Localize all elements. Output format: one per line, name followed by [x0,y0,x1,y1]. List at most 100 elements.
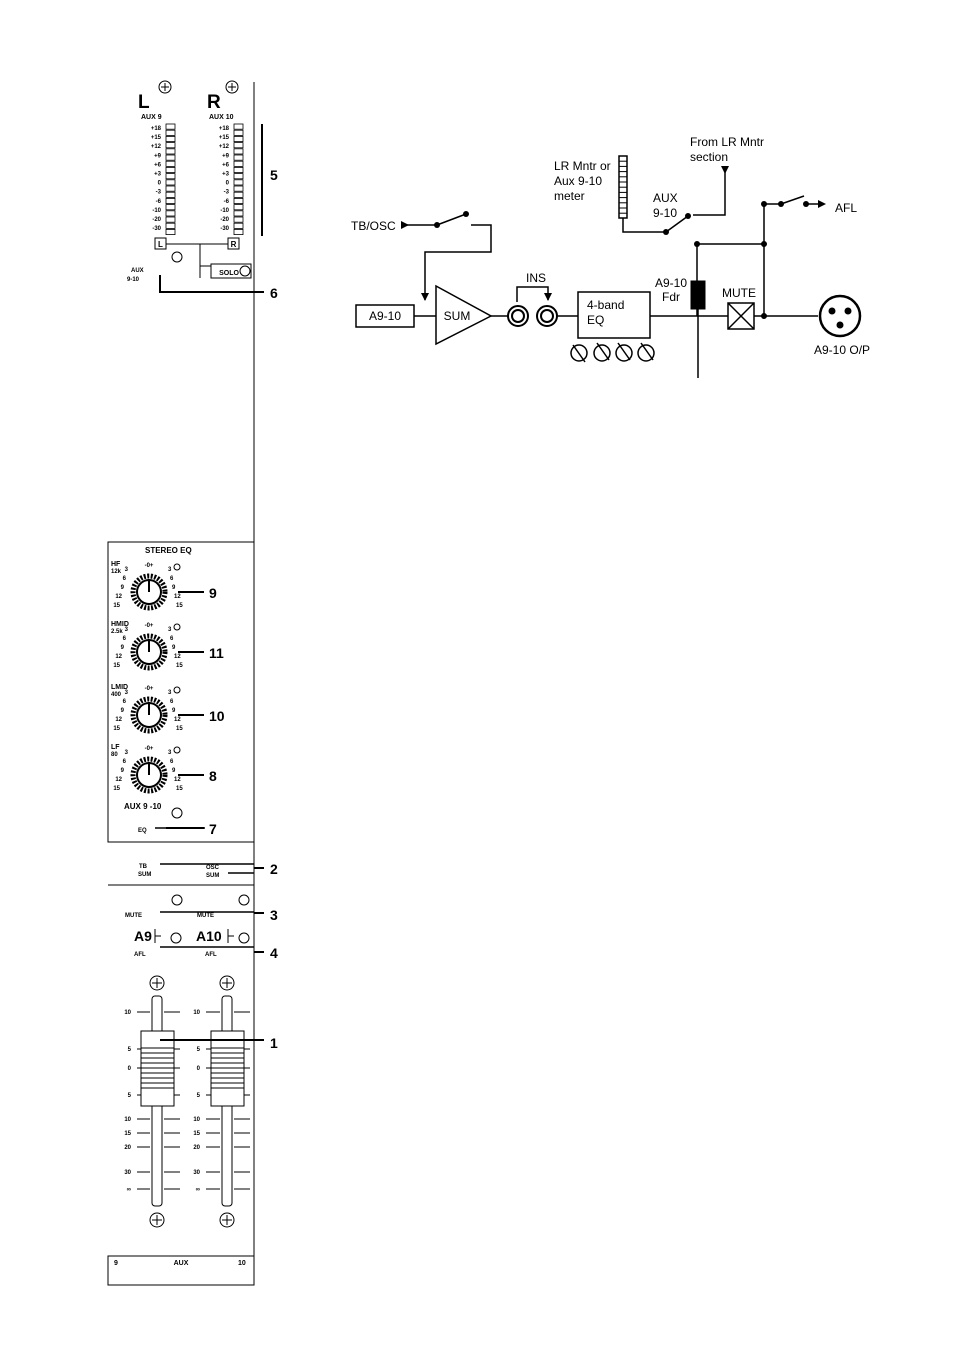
eq-scale-right: 15 [176,663,183,669]
eq-shape-icon [173,563,181,571]
fader-scale-label: ∞ [127,1187,131,1193]
bottom-right-label: 10 [238,1260,246,1267]
meter-led [165,185,176,192]
flow-tb-osc: TB/OSC [351,219,396,233]
meter-led [165,191,176,198]
meter-left-led-column [165,123,176,235]
mute-left-label: MUTE [125,913,142,919]
fader-scale-label: 15 [193,1131,200,1137]
flow-eq-line2: EQ [587,313,604,327]
screw-icon [149,975,165,991]
eq-scale-left: 12 [115,777,122,783]
flow-mute-label: MUTE [722,286,756,300]
eq-scale-right: 15 [176,726,183,732]
eq-shape-icon [173,686,181,694]
flow-fdr-line1: A9-10 [655,276,687,290]
eq-scale-left: 9 [121,708,125,714]
meter-led [165,222,176,229]
eq-scale-left: 6 [123,759,127,765]
meter-button-connector [166,243,228,278]
meter-right-led-column [233,123,244,235]
eq-shape-icon [173,746,181,754]
meter-scale-label: +12 [151,144,162,150]
eq-knob-hmid[interactable] [130,633,168,671]
fader-left-knob[interactable] [140,1030,175,1107]
callout-8: 8 [209,768,217,784]
meter-scale-label: +18 [151,126,162,132]
eq-band-name: HMID [111,621,129,628]
fader-scale-label: 30 [193,1170,200,1176]
eq-knob-lmid[interactable] [130,696,168,734]
meter-led [233,160,244,167]
meter-left-button-label: L [158,240,163,249]
afl-switch-ticks [154,929,234,943]
flow-meter-segments [619,160,627,214]
meter-scale-label: -20 [220,217,229,223]
meter-scale-label: +9 [154,153,162,159]
fader-scale-label: 5 [197,1093,201,1099]
meter-led [233,204,244,211]
afl-left-led-icon [170,932,182,944]
callout-2: 2 [270,861,278,877]
flow-meter-line1: LR Mntr or [554,159,611,173]
tb-label: TB [139,864,148,870]
afl-right-led-icon [238,932,250,944]
mute-right-label: MUTE [197,913,214,919]
callout-1: 1 [270,1035,278,1051]
meter-led [233,166,244,173]
callout-6: 6 [270,285,278,301]
insert-jack-icon [536,305,558,327]
aux-select-label-2: 9-10 [127,277,140,283]
flow-wires [404,172,818,378]
insert-jack-icon [507,305,529,327]
meter-led [165,154,176,161]
eq-scale-left: 6 [123,699,127,705]
flow-sum-amp [435,284,493,346]
meter-led-icon [171,251,183,263]
callout-7: 7 [209,821,217,837]
fader-scale-label: 5 [197,1047,201,1053]
eq-scale-left: 15 [113,726,120,732]
meter-led [165,197,176,204]
meter-led [233,123,244,130]
eq-band-freq: 2.5k [111,629,123,635]
xlr-output-icon [818,294,862,338]
meter-led [165,160,176,167]
screw-icon [219,975,235,991]
eq-switch-label: EQ [138,828,147,834]
meter-scale-label: -30 [220,226,229,232]
meter-led [233,191,244,198]
eq-title: STEREO EQ [145,546,192,555]
meter-led [165,179,176,186]
afl-right-label: AFL [205,952,217,958]
screw-icon [149,1212,165,1228]
meter-scale-label: +6 [154,162,162,168]
meter-led [165,129,176,136]
eq-scale-left: 12 [115,594,122,600]
callout-11: 11 [209,645,224,661]
eq-scale-right: 15 [176,786,183,792]
eq-band-top-label: -0+ [145,563,154,569]
meter-led [233,216,244,223]
eq-knob-hf[interactable] [130,573,168,611]
eq-scale-right: 9 [172,708,176,714]
eq-band-freq: 400 [111,692,122,698]
callout-lines [159,124,264,1041]
eq-scale-left: 6 [123,576,127,582]
fader-scale-label: 10 [124,1010,131,1016]
flow-ins-label: INS [526,271,546,285]
fader-scale-label: 20 [124,1145,131,1151]
meter-left-scale: +18+15+12+9+6+30-3-6-10-20-30 [151,126,162,232]
osc-sub-label: SUM [206,873,219,879]
meter-led [233,179,244,186]
afl-left-name: A9 [134,928,152,944]
fader-right-knob[interactable] [210,1030,245,1107]
eq-scale-left: 3 [125,567,129,573]
eq-band-freq: 80 [111,752,118,758]
eq-knob-lf[interactable] [130,756,168,794]
